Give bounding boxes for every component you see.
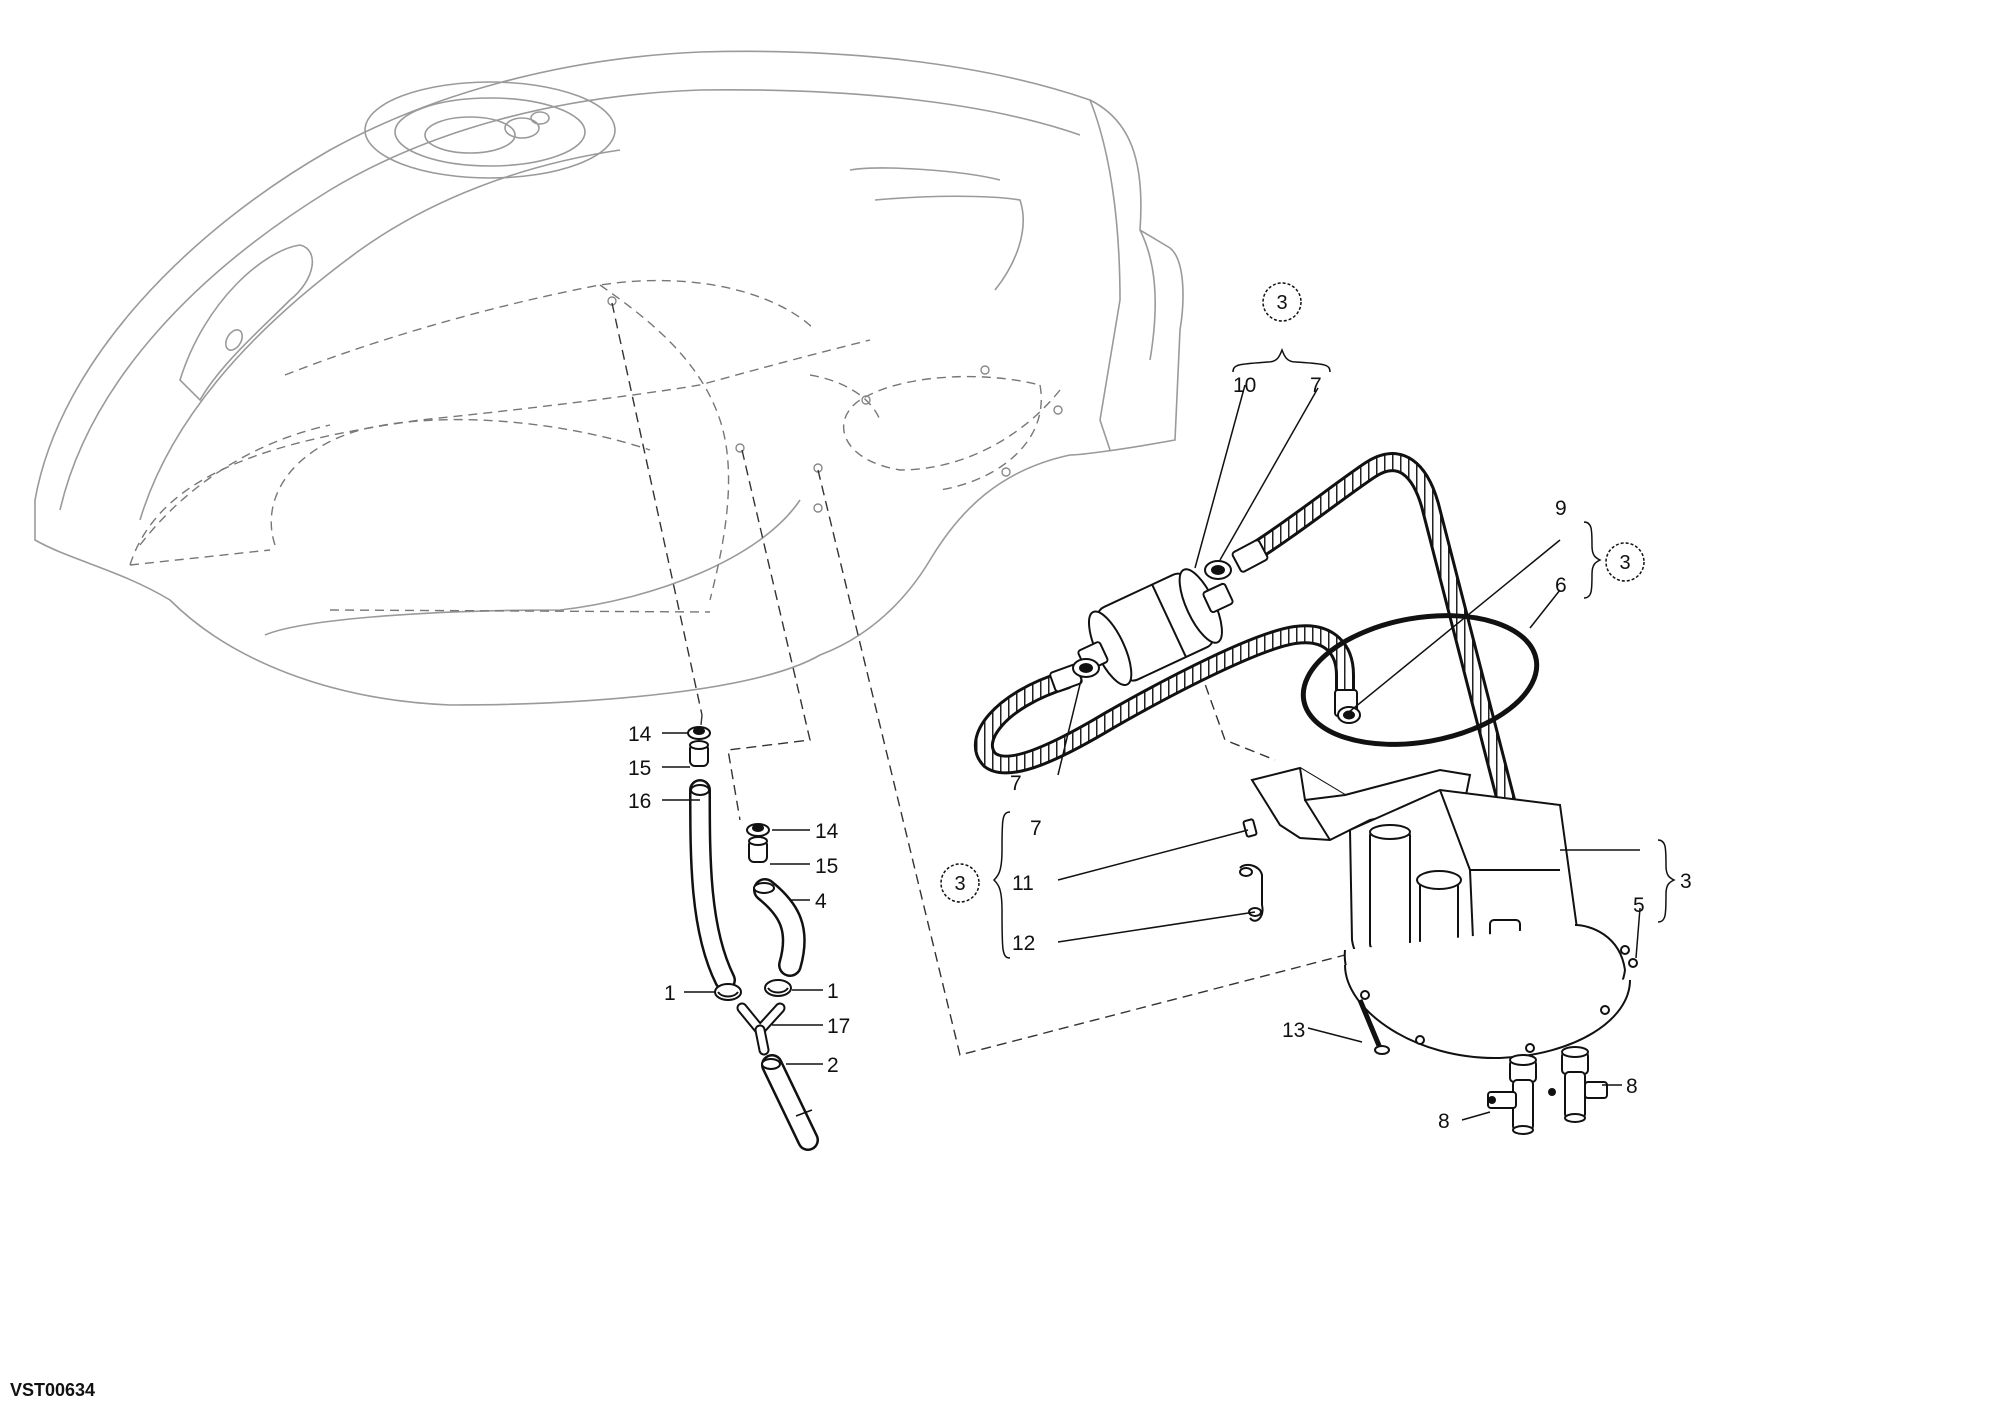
callout-2: 2 xyxy=(827,1054,839,1077)
callout-1: 1 xyxy=(664,982,676,1005)
callout-9: 9 xyxy=(1555,497,1567,520)
tank-hidden-lines xyxy=(129,279,1061,613)
diagram-code: VST00634 xyxy=(10,1380,95,1400)
callout-7: 7 xyxy=(1030,817,1042,840)
callout-12: 12 xyxy=(1012,932,1035,955)
callout-4: 4 xyxy=(815,890,827,913)
tank-mounting-holes xyxy=(607,296,1063,513)
o-ring xyxy=(1300,613,1540,747)
ref-label-top: 3 xyxy=(1276,292,1287,314)
fuel-pump-unit xyxy=(1250,766,1631,1060)
callout-6: 6 xyxy=(1555,574,1567,597)
ref-label-right: 3 xyxy=(1619,552,1630,574)
callout-10: 10 xyxy=(1233,374,1256,397)
reference-circles: 3 3 3 xyxy=(940,282,1645,903)
callout-14: 14 xyxy=(815,820,839,843)
callout-labels: 14 15 16 14 15 4 1 1 17 2 10 7 9 6 7 7 1… xyxy=(628,374,1692,1133)
callout-11: 11 xyxy=(1012,872,1034,895)
leader-lines xyxy=(662,347,1676,1121)
callout-1: 1 xyxy=(827,980,839,1003)
callout-15: 15 xyxy=(628,757,651,780)
callout-3: 3 xyxy=(1680,870,1692,893)
ref-circle-right xyxy=(1605,542,1645,582)
ref-circle-left xyxy=(940,863,980,903)
callout-15: 15 xyxy=(815,855,838,878)
ref-label-left: 3 xyxy=(954,873,965,895)
callout-13: 13 xyxy=(1282,1019,1305,1042)
callout-17: 17 xyxy=(827,1015,850,1038)
small-parts xyxy=(1239,818,1638,1055)
breather-hose-set xyxy=(687,726,819,1151)
fuel-filter-assembly xyxy=(973,452,1530,865)
callout-7: 7 xyxy=(1310,374,1322,397)
ref-circle-top xyxy=(1262,282,1302,322)
callout-5: 5 xyxy=(1633,894,1645,917)
pump-outlet-fittings xyxy=(1487,1046,1608,1135)
callout-14: 14 xyxy=(628,723,652,746)
callout-16: 16 xyxy=(628,790,651,813)
callout-7: 7 xyxy=(1010,772,1022,795)
fuel-tank xyxy=(34,50,1184,706)
callout-8: 8 xyxy=(1626,1075,1638,1098)
callout-8: 8 xyxy=(1438,1110,1450,1133)
